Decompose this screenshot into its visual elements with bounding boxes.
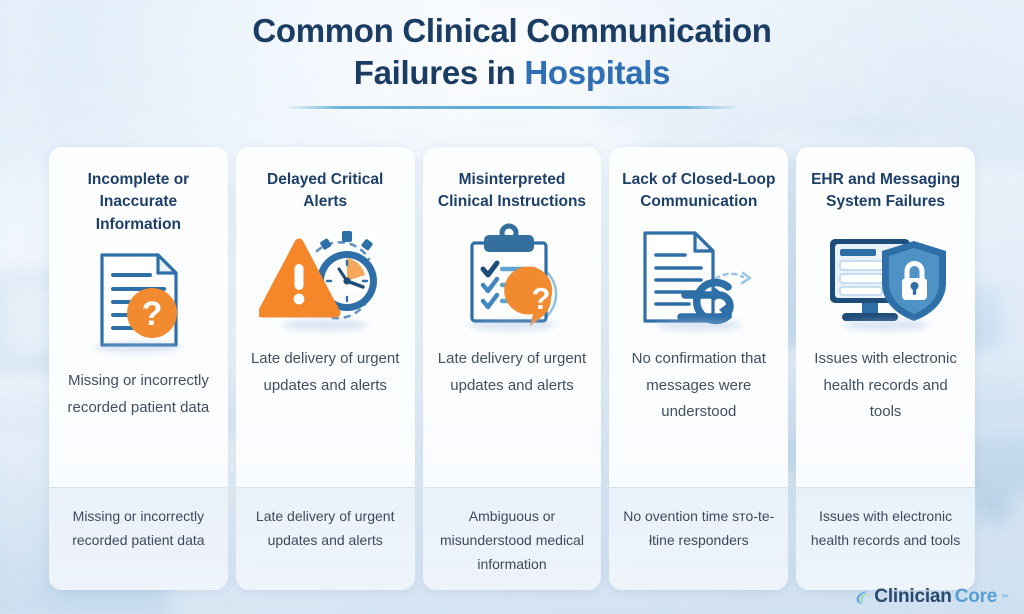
svg-text:?: ? bbox=[142, 295, 163, 333]
document-loop-arrows-icon-svg bbox=[643, 231, 752, 325]
card-title: Lack of Closed-Loop Communication bbox=[622, 171, 776, 211]
trademark-symbol: ™ bbox=[1000, 592, 1008, 602]
header: Common Clinical Communication Failures i… bbox=[0, 0, 1024, 132]
page-title-line-1: Common Clinical Communication bbox=[252, 12, 772, 49]
document-question-icon: ? bbox=[72, 245, 204, 357]
card-footer: Late delivery of urgent updates and aler… bbox=[235, 487, 415, 590]
card-icon-slot: ? bbox=[49, 242, 228, 360]
card-title: Misinterpreted Clinical Instructions bbox=[437, 171, 587, 211]
warning-triangle-stopwatch-icon-svg bbox=[257, 230, 378, 320]
icon-drop-shadow bbox=[655, 318, 742, 331]
svg-text:?: ? bbox=[532, 281, 551, 316]
card-title: Incomplete or Inaccurate Information bbox=[87, 171, 190, 233]
card-icon-slot bbox=[236, 220, 415, 338]
card-icon-slot: ? bbox=[423, 220, 602, 338]
card-incomplete-information[interactable]: Incomplete or Inaccurate Information bbox=[49, 147, 228, 590]
swoosh-leaf-icon bbox=[856, 590, 869, 604]
monitor-shield-lock-icon-svg bbox=[829, 238, 946, 321]
card-title: EHR and Messaging System Failures bbox=[811, 171, 961, 211]
card-description: No confirmation that messages were under… bbox=[631, 349, 766, 421]
page-title-prefix: Failures in bbox=[353, 54, 525, 92]
card-footer: Missing or incorrectly recorded patient … bbox=[49, 487, 228, 590]
card-footer: Issues with electronic health records an… bbox=[796, 487, 975, 590]
document-loop-arrows-icon bbox=[633, 223, 765, 335]
card-icon-slot bbox=[796, 220, 975, 338]
page-title-accent: Hospitals bbox=[524, 54, 671, 92]
card-icon-slot bbox=[609, 220, 788, 338]
brand-name-secondary: Core bbox=[954, 586, 998, 607]
monitor-shield-lock-icon bbox=[820, 223, 952, 335]
card-delayed-alerts[interactable]: Delayed Critical Alerts bbox=[235, 147, 415, 590]
warning-triangle-stopwatch-icon bbox=[257, 223, 391, 335]
clipboard-checklist-question-bubble-icon: ? bbox=[446, 223, 578, 335]
card-title: Delayed Critical Alerts bbox=[267, 171, 384, 211]
icon-drop-shadow bbox=[282, 318, 369, 331]
document-question-icon-svg: ? bbox=[100, 253, 178, 348]
card-description: Issues with electronic health records an… bbox=[814, 349, 957, 421]
card-description: Late delivery of urgent updates and aler… bbox=[250, 349, 400, 394]
card-description: Missing or incorrectly recorded patient … bbox=[67, 372, 210, 417]
card-closed-loop-communication[interactable]: Lack of Closed-Loop Communication bbox=[609, 147, 789, 590]
card-grid: Incomplete or Inaccurate Information bbox=[49, 147, 975, 590]
icon-drop-shadow bbox=[468, 318, 555, 331]
card-ehr-messaging-failures[interactable]: EHR and Messaging System Failures bbox=[796, 147, 975, 590]
brand-name-primary: Clinician bbox=[874, 586, 952, 607]
card-footer: Ambiguous or misunderstood medical infor… bbox=[422, 486, 602, 590]
page-title-line-2: Failures in Hospitals bbox=[353, 52, 671, 94]
icon-drop-shadow bbox=[95, 341, 182, 354]
card-description: Late delivery of urgent updates and aler… bbox=[437, 349, 587, 394]
clipboard-checklist-question-bubble-icon-svg: ? bbox=[470, 223, 558, 326]
icon-drop-shadow bbox=[842, 318, 929, 331]
title-divider bbox=[284, 106, 740, 110]
card-misinterpreted-instructions[interactable]: Misinterpreted Clinical Instructions bbox=[422, 147, 602, 590]
card-footer: No ovention time sтo-te-łtine responders bbox=[609, 487, 789, 590]
